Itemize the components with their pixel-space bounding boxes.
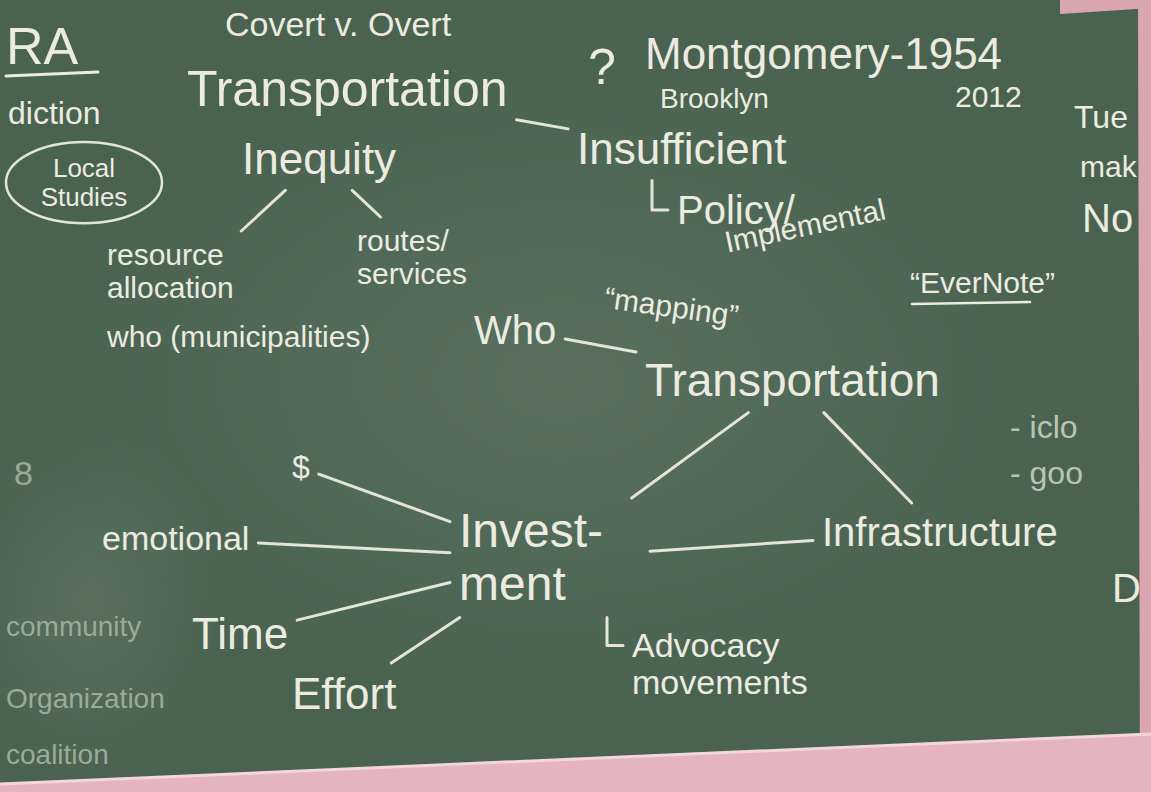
chalk-phrase: Advocacy movements bbox=[628, 625, 838, 704]
chalk-text: Effort bbox=[292, 670, 396, 718]
chalk-circle bbox=[6, 142, 162, 223]
chalk-phrase: Insufficient bbox=[573, 123, 791, 175]
chalk-phrase: $ bbox=[288, 448, 314, 487]
chalk-line bbox=[607, 618, 623, 646]
chalk-phrase: Effort bbox=[288, 668, 400, 720]
chalk-phrase: Who bbox=[470, 306, 560, 354]
chalk-line bbox=[241, 190, 285, 231]
board-frame bbox=[1138, 0, 1151, 792]
erased-area bbox=[0, 420, 230, 780]
chalk-note: RA bbox=[6, 18, 78, 75]
circled-note: Local Studies bbox=[4, 140, 164, 225]
chalk-text: Invest- ment bbox=[459, 505, 641, 611]
chalk-dust bbox=[40, 50, 1080, 710]
chalk-text: Insufficient bbox=[577, 125, 787, 173]
chalk-line bbox=[650, 540, 813, 551]
chalk-line bbox=[391, 618, 460, 663]
chalk-note: D bbox=[1112, 566, 1141, 610]
chalk-phrase: routes/ services bbox=[353, 222, 493, 292]
board-frame bbox=[1060, 0, 1151, 14]
chalk-phrase: Infrastructure bbox=[818, 508, 1062, 556]
chalk-text: Time bbox=[192, 610, 288, 658]
chalk-phrase: Policy/Implemental bbox=[673, 186, 892, 261]
chalk-text: routes/ services bbox=[357, 224, 489, 290]
chalk-phrase: Transportation bbox=[183, 60, 512, 119]
chalk-text: Inequity bbox=[242, 135, 396, 183]
chalk-note: mak bbox=[1080, 150, 1137, 183]
chalk-note: Covert v. Overt bbox=[225, 6, 451, 43]
chalk-text: Infrastructure bbox=[822, 510, 1058, 554]
chalk-phrase: Time bbox=[188, 608, 292, 660]
chalk-line bbox=[297, 582, 450, 620]
chalk-note: 2012 bbox=[955, 80, 1022, 113]
chalk-phrase: emotional bbox=[98, 518, 253, 559]
chalk-phrase: resource allocation bbox=[103, 236, 293, 306]
chalk-line bbox=[352, 190, 380, 217]
chalk-line bbox=[632, 413, 749, 498]
chalk-phrase: Invest- ment bbox=[455, 503, 645, 613]
chalk-note: - iclo bbox=[1010, 410, 1078, 445]
chalk-line bbox=[319, 474, 450, 522]
chalk-text: Transportation bbox=[187, 62, 508, 117]
chalk-text: Transportation bbox=[645, 355, 940, 406]
chalk-note: Tue bbox=[1074, 100, 1128, 135]
chalk-note: “EverNote” bbox=[910, 266, 1055, 299]
chalk-line bbox=[824, 413, 912, 503]
chalk-note: coalition bbox=[6, 740, 109, 771]
chalk-phrase: Inequity bbox=[238, 133, 400, 185]
chalk-text: who (municipalities) bbox=[107, 320, 370, 353]
chalk-text: Who bbox=[474, 308, 556, 352]
chalk-note: Organization bbox=[6, 684, 165, 715]
chalk-text: Local Studies bbox=[28, 154, 140, 211]
chalk-tray bbox=[0, 734, 1151, 792]
chalk-note: Brooklyn bbox=[660, 84, 769, 115]
tray-edge bbox=[0, 734, 1151, 784]
chalk-phrase: Transportation bbox=[641, 353, 944, 408]
chalk-line bbox=[652, 180, 668, 210]
chalk-text: Advocacy movements bbox=[632, 627, 834, 702]
chalk-note: ? bbox=[588, 40, 616, 95]
chalk-note: No bbox=[1082, 196, 1133, 240]
chalk-line bbox=[258, 543, 450, 553]
underline bbox=[912, 302, 1030, 304]
chalk-note: community bbox=[6, 612, 141, 643]
chalk-note: 8 bbox=[14, 455, 33, 492]
chalk-line bbox=[517, 120, 568, 129]
chalk-text: resource allocation bbox=[107, 238, 289, 304]
chalk-text: emotional bbox=[102, 520, 249, 557]
chalk-phrase: who (municipalities) bbox=[103, 318, 374, 355]
chalk-line bbox=[565, 339, 636, 352]
chalk-note: - goo bbox=[1010, 456, 1083, 491]
chalk-note: diction bbox=[8, 96, 101, 131]
chalk-text: $ bbox=[292, 450, 310, 485]
chalk-note: Montgomery-1954 bbox=[645, 30, 1002, 78]
